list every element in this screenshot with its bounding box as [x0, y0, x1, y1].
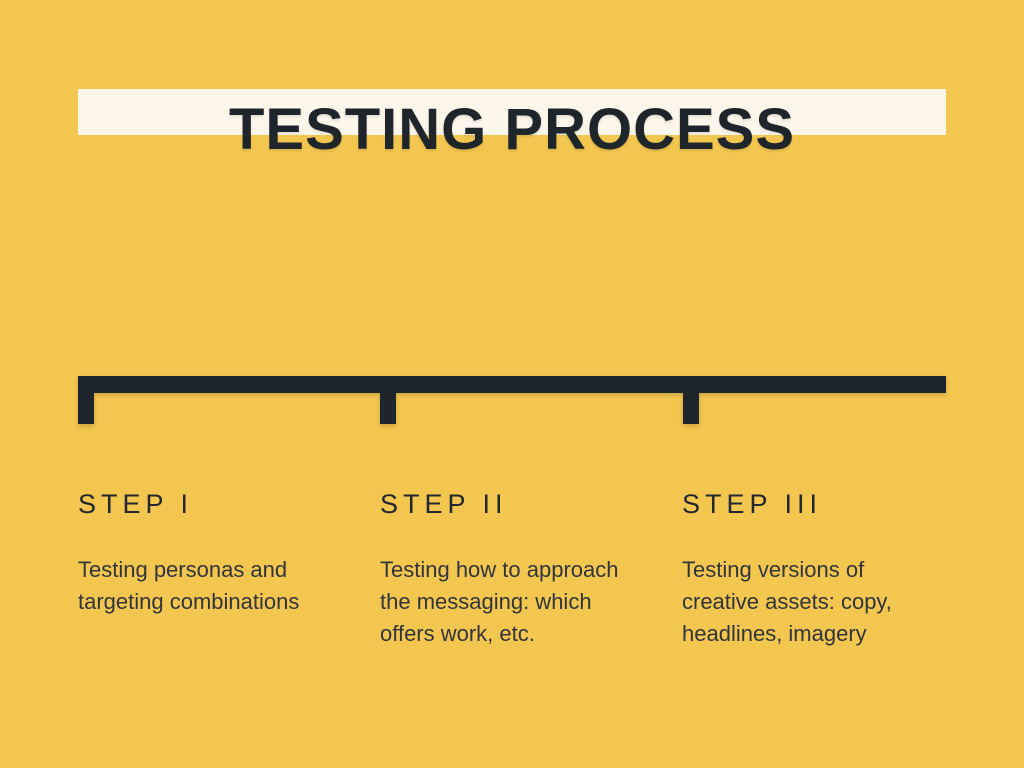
timeline-tick-1 [78, 376, 94, 424]
step-3-label: STEP III [682, 489, 823, 519]
step-1-label: STEP I [78, 489, 194, 519]
slide-title: TESTING PROCESS [228, 97, 796, 162]
timeline-bar [78, 376, 946, 393]
timeline-tick-2 [380, 376, 396, 424]
step-2: STEP II Testing how to approach the mess… [380, 488, 672, 650]
timeline [78, 376, 946, 424]
step-1: STEP I Testing personas and targeting co… [78, 488, 370, 618]
step-2-description: Testing how to approach the messaging: w… [380, 557, 619, 646]
step-3-description: Testing versions of creative assets: cop… [682, 557, 892, 646]
step-3: STEP III Testing versions of creative as… [682, 488, 974, 650]
title-banner [78, 89, 946, 135]
step-1-description: Testing personas and targeting combinati… [78, 557, 300, 614]
step-2-label: STEP II [380, 489, 508, 519]
timeline-tick-3 [683, 376, 699, 424]
